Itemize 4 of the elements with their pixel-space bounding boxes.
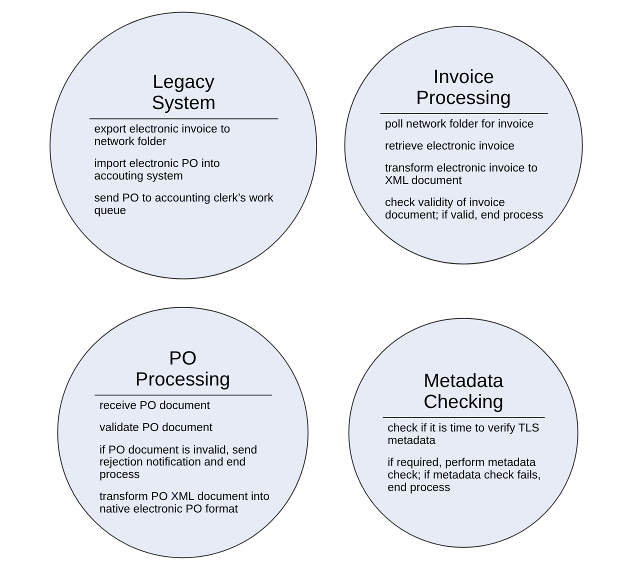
node-circle: PO Processing receive PO document validate PO document if PO document is invalid, send rejection notification and end process transform PO XML document into native electronic PO format <box>57 306 309 558</box>
node-circle: Metadata Checking check if it is time to verify TLS metadata if required, perform metadata check; if metadata check fails, end process <box>348 318 578 548</box>
node-circle: Legacy System export electronic invoice to network folder import electronic PO into accouting system send PO to accounting clerk’s work queue <box>50 12 318 280</box>
node-circle: Invoice Processing poll network folder for invoice retrieve electronic invoice transform electronic invoice to XML document check validity of invoice document; if valid, end process <box>344 26 583 264</box>
